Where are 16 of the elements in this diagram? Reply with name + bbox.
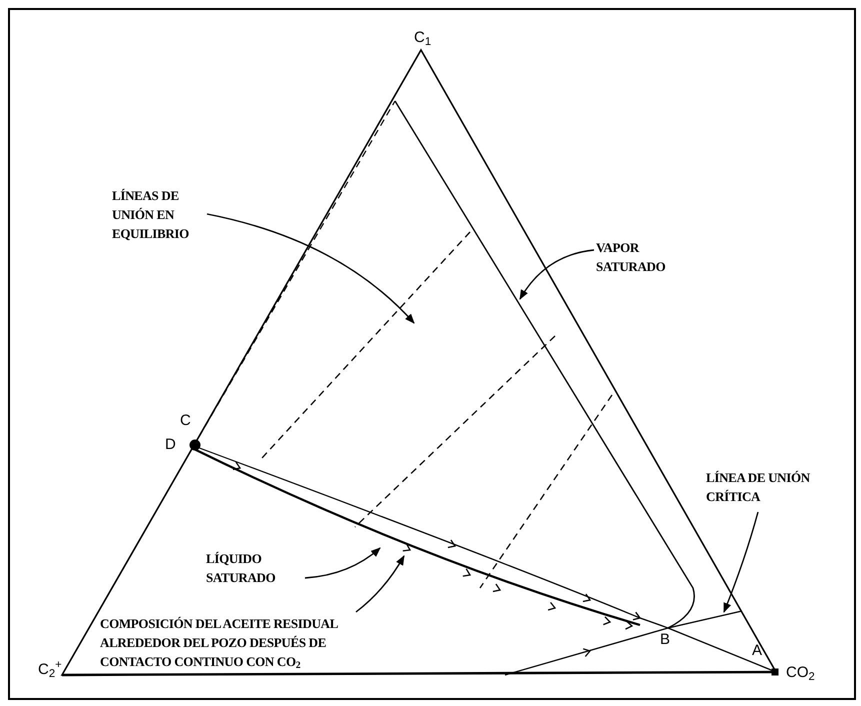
callout-text: LÍNEA DE UNIÓN CRÍTICA: [706, 468, 856, 506]
callout-text: LÍNEAS DE UNIÓN EN EQUILIBRIO: [112, 186, 208, 243]
vertex-label: C$_{1}$: [414, 30, 432, 45]
point-label: B: [660, 632, 670, 647]
callout-text: VAPOR SATURADO: [596, 238, 696, 276]
leader-line: [206, 213, 415, 324]
point-label: C: [180, 413, 191, 428]
leader-line: [304, 547, 381, 579]
callout-text: COMPOSICIÓN DEL ACEITE RESIDUAL ALREDEDOR DEL POZO DESPUÉS DE CONTACTO CONTINUO CON CO$_{2}$: [100, 614, 400, 671]
leader-line: [723, 512, 759, 613]
point-label: A: [752, 643, 762, 658]
point-label: D: [165, 437, 176, 452]
leader-line: [356, 555, 405, 613]
callout-text: LÍQUIDO SATURADO: [206, 549, 306, 587]
vertex-label: CO$_{2}$: [786, 665, 815, 680]
leader-line: [519, 249, 594, 300]
